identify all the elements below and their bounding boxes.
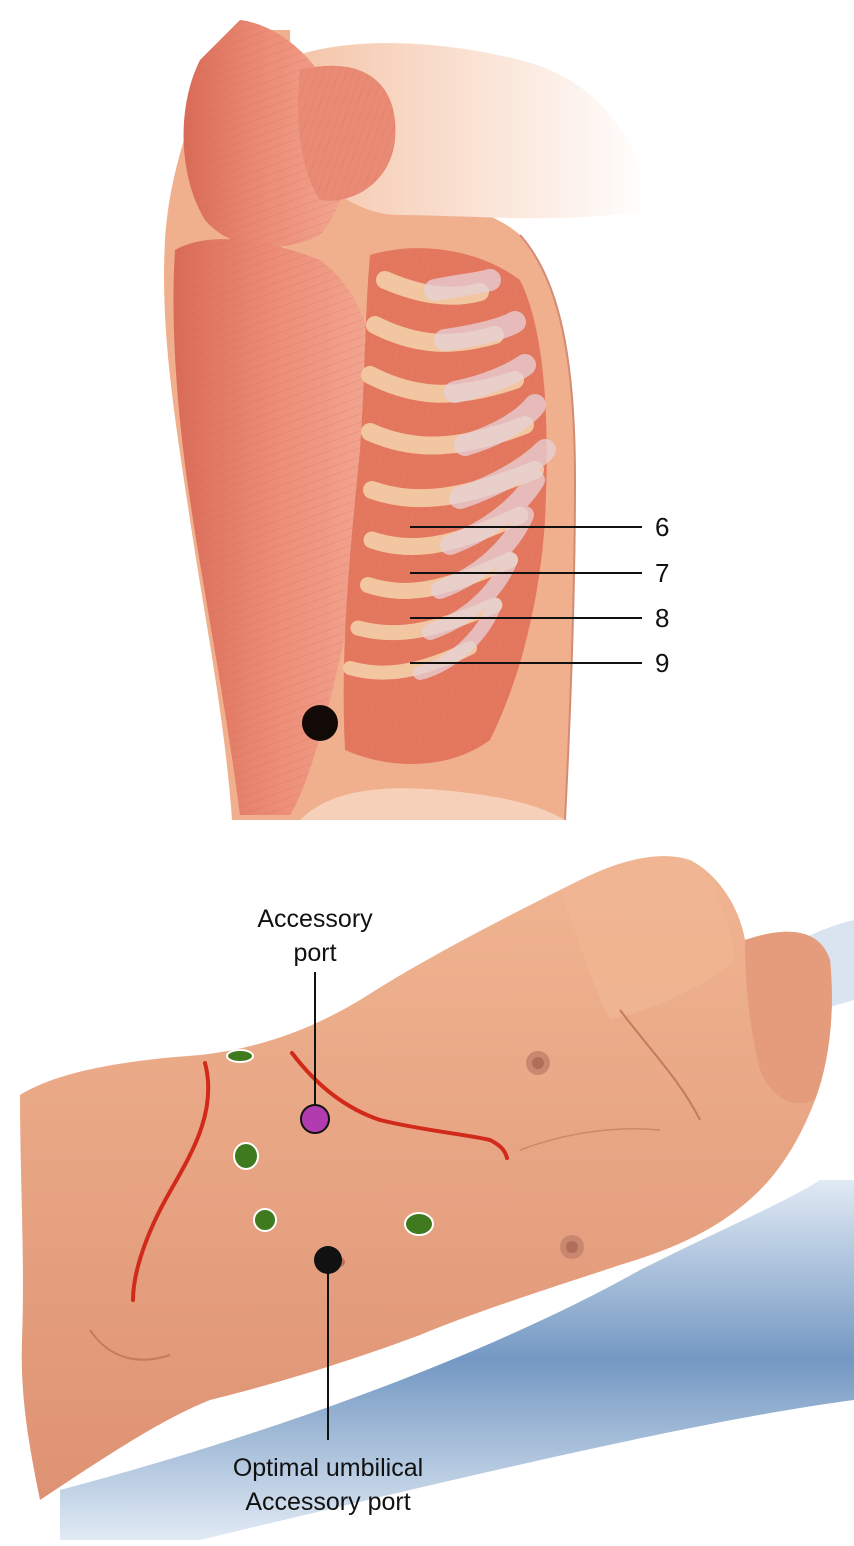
umbilical-port-label-line1: Optimal umbilical [233,1454,423,1482]
torso-body [20,856,832,1500]
rib-label-6: 6 [655,512,669,542]
rib-label-9: 9 [655,648,669,678]
incision-line-costal [290,1051,509,1160]
rib-label-8: 8 [655,603,669,633]
accessory-port-marker [300,1104,330,1134]
umbilical-port-label-line2: Accessory port [245,1488,410,1516]
port-marker-icon [302,705,338,741]
trocar-port-icon [233,1142,259,1170]
torso-illustration [20,856,854,1540]
costal-cartilage [413,269,556,680]
muscle-anatomy-illustration [164,20,650,821]
operating-table [60,1180,854,1540]
accessory-port-label-line1: Accessory [257,905,373,933]
torso-contour [519,234,577,821]
rib-label-7: 7 [655,558,669,588]
accessory-port-label-line2: port [293,939,336,967]
trocar-port-icon [404,1212,434,1236]
trocar-port-icon [253,1208,277,1232]
trocar-port-icon [226,1049,254,1063]
incision-line-left [131,1061,211,1302]
hip-skin [300,788,565,820]
rib-labels: 6 7 8 9 [410,512,669,678]
